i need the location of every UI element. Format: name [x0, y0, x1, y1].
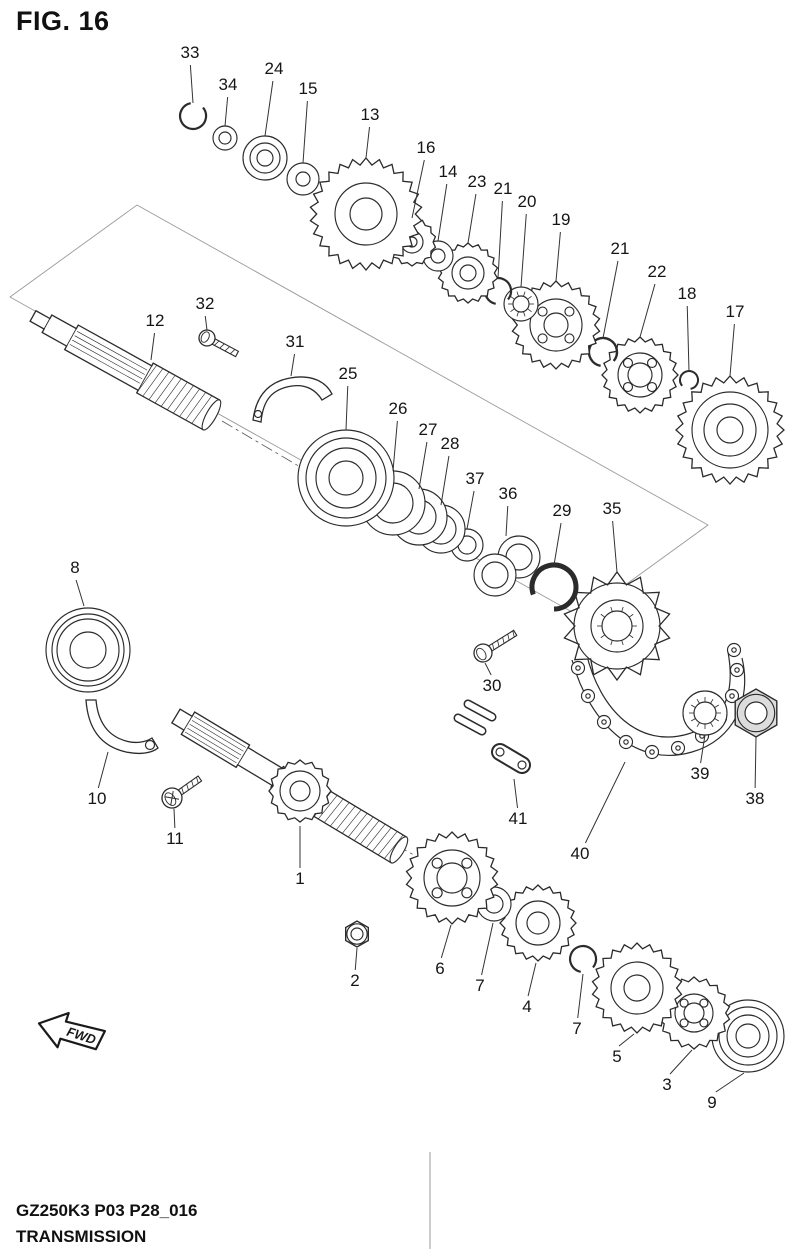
callout-7b: 7: [572, 1019, 581, 1038]
callout-22: 22: [648, 262, 667, 281]
callout-13: 13: [361, 105, 380, 124]
callout-30: 30: [483, 676, 502, 695]
callout-1: 1: [295, 869, 304, 888]
callout-21b: 21: [611, 239, 630, 258]
callout-38: 38: [746, 789, 765, 808]
footer: GZ250K3 P03 P28_016 TRANSMISSION: [16, 1198, 197, 1249]
callout-15: 15: [299, 79, 318, 98]
section-name: TRANSMISSION: [16, 1227, 147, 1246]
callout-17: 17: [726, 302, 745, 321]
callout-41: 41: [509, 809, 528, 828]
callout-40: 40: [571, 844, 590, 863]
callout-16: 16: [417, 138, 436, 157]
callout-24: 24: [265, 59, 284, 78]
callout-11: 11: [166, 829, 184, 848]
callout-3: 3: [662, 1075, 671, 1094]
callout-19: 19: [552, 210, 571, 229]
callout-7a: 7: [475, 976, 484, 995]
callout-27: 27: [419, 420, 438, 439]
callout-2: 2: [350, 971, 359, 990]
callout-36: 36: [499, 484, 518, 503]
model-code: GZ250K3 P03 P28_016: [16, 1201, 198, 1220]
callout-32: 32: [196, 294, 215, 313]
callout-29: 29: [553, 501, 572, 520]
callout-33: 33: [181, 43, 200, 62]
callout-37: 37: [466, 469, 485, 488]
callout-12: 12: [146, 311, 165, 330]
callout-4: 4: [522, 997, 531, 1016]
fwd-arrow-shape: [37, 1011, 106, 1051]
callout-14: 14: [439, 162, 458, 181]
callout-39: 39: [691, 764, 710, 783]
callout-6: 6: [435, 959, 444, 978]
callout-21a: 21: [494, 179, 513, 198]
callout-28: 28: [441, 434, 460, 453]
figure-title: FIG. 16: [16, 6, 110, 36]
diagram-linework: [9, 102, 785, 1249]
fwd-arrow-icon: FWD: [37, 1011, 106, 1051]
callout-9: 9: [707, 1093, 716, 1112]
callout-26: 26: [389, 399, 408, 418]
callout-8: 8: [70, 558, 79, 577]
callout-25: 25: [339, 364, 358, 383]
callout-34: 34: [219, 75, 238, 94]
callout-10: 10: [88, 789, 107, 808]
callout-35: 35: [603, 499, 622, 518]
callout-31: 31: [286, 332, 305, 351]
callout-20: 20: [518, 192, 537, 211]
callout-5: 5: [612, 1047, 621, 1066]
callout-23: 23: [468, 172, 487, 191]
callout-18: 18: [678, 284, 697, 303]
